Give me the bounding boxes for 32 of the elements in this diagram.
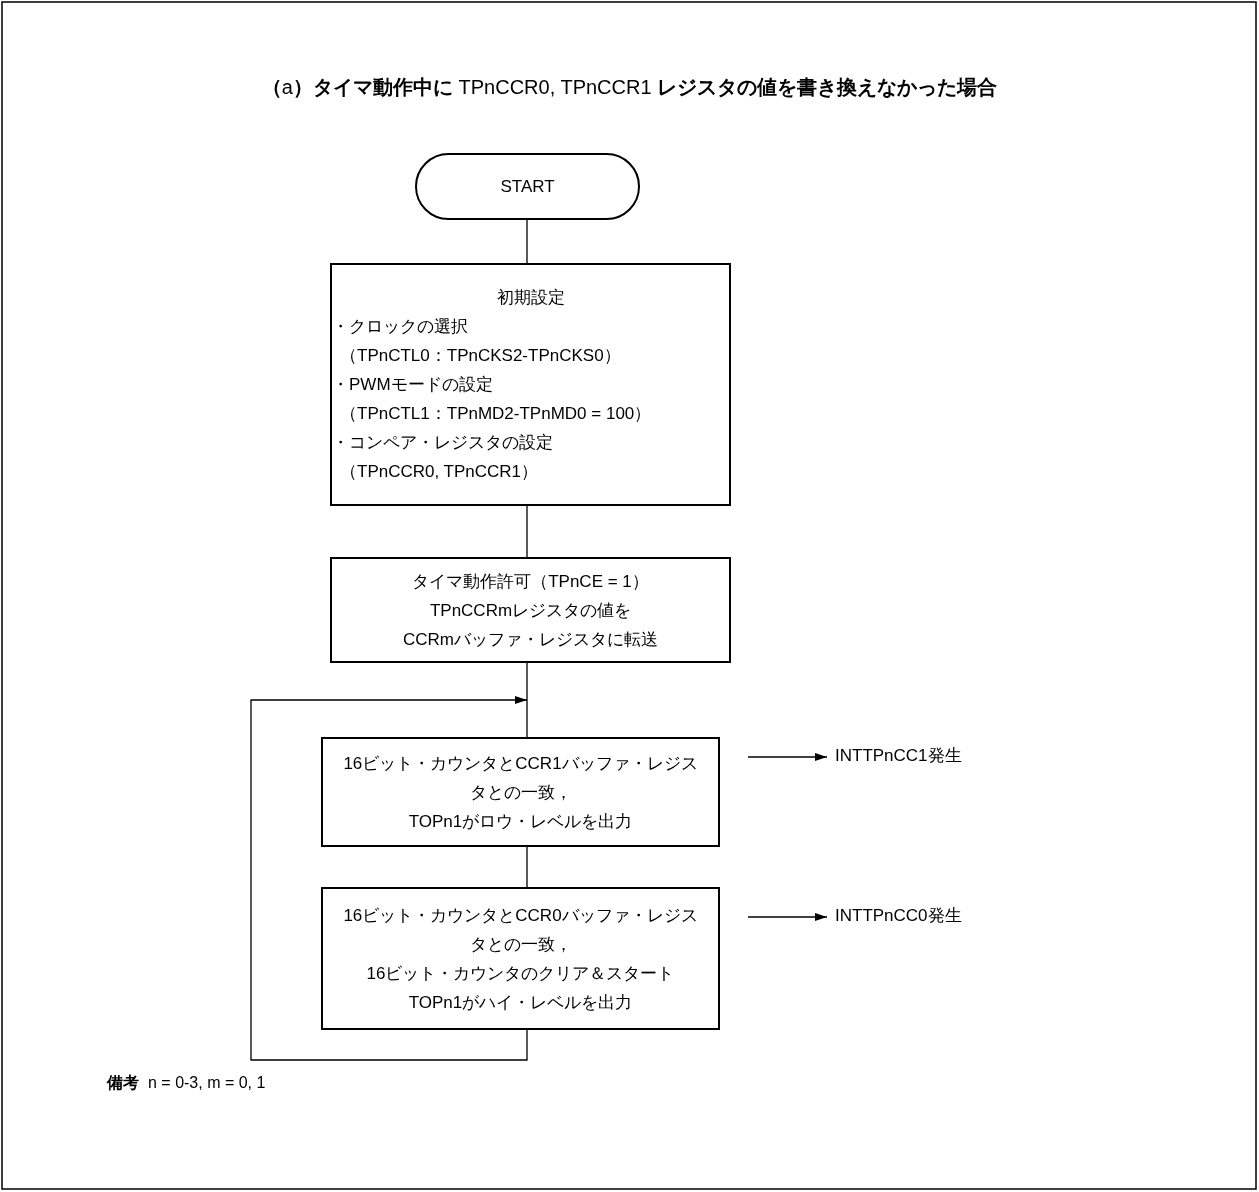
note-text: n = 0-3, m = 0, 1 xyxy=(148,1073,266,1093)
connector-line xyxy=(526,662,528,738)
note-heading: 備考 xyxy=(107,1073,139,1093)
box-text: TOPn1がロウ・レベルを出力 xyxy=(407,810,634,833)
arrow xyxy=(747,753,828,761)
box-text: ・PWMモードの設定 xyxy=(332,374,494,396)
box-text: （TPnCTL1：TPnMD2-TPnMD0 = 100） xyxy=(339,403,653,425)
box-text: ・コンペア・レジスタの設定 xyxy=(332,432,554,454)
box-text: TPnCCRmレジスタの値を xyxy=(428,599,633,622)
box-heading: 初期設定 xyxy=(495,287,566,309)
arrow xyxy=(250,696,528,1061)
box-text: （TPnCTL0：TPnCKS2-TPnCKS0） xyxy=(339,345,622,367)
box-text: 16ビット・カウンタとCCR1バッファ・レジスタとの一致， xyxy=(342,752,699,804)
connector-line xyxy=(526,846,528,888)
box-text: TOPn1がハイ・レベルを出力 xyxy=(407,991,634,1014)
process-box xyxy=(330,263,731,506)
box-text: （TPnCCR0, TPnCCR1） xyxy=(339,461,540,483)
connector-line xyxy=(526,505,528,558)
connector-line xyxy=(526,219,528,264)
box-text: ・クロックの選択 xyxy=(332,316,469,338)
process-box xyxy=(330,557,731,663)
signal-label: INTTPnCC0発生 xyxy=(835,901,995,931)
process-box xyxy=(321,887,720,1030)
box-text: CCRmバッファ・レジスタに転送 xyxy=(402,628,659,651)
box-text: タイマ動作許可（TPnCE = 1） xyxy=(411,570,650,593)
title: （a）タイマ動作中に TPnCCR0, TPnCCR1 レジスタの値を書き換えなかった場合 xyxy=(261,76,998,98)
box-text: 16ビット・カウンタのクリア＆スタート xyxy=(365,962,676,985)
process-box xyxy=(321,737,720,847)
arrow xyxy=(747,913,828,921)
start-terminal: START xyxy=(415,153,640,220)
box-text: 16ビット・カウンタとCCR0バッファ・レジスタとの一致， xyxy=(342,904,699,956)
signal-label: INTTPnCC1発生 xyxy=(835,741,995,771)
